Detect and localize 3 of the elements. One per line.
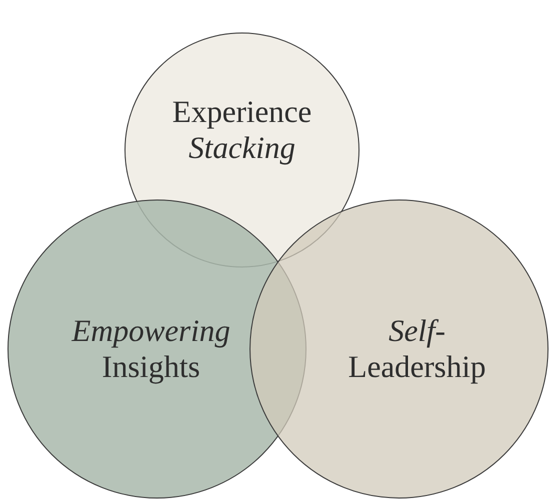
circle-label: Empowering Insights: [70, 313, 232, 385]
circle-label: Experience Stacking: [171, 94, 313, 166]
circle-label: Self- Leadership: [347, 313, 487, 385]
